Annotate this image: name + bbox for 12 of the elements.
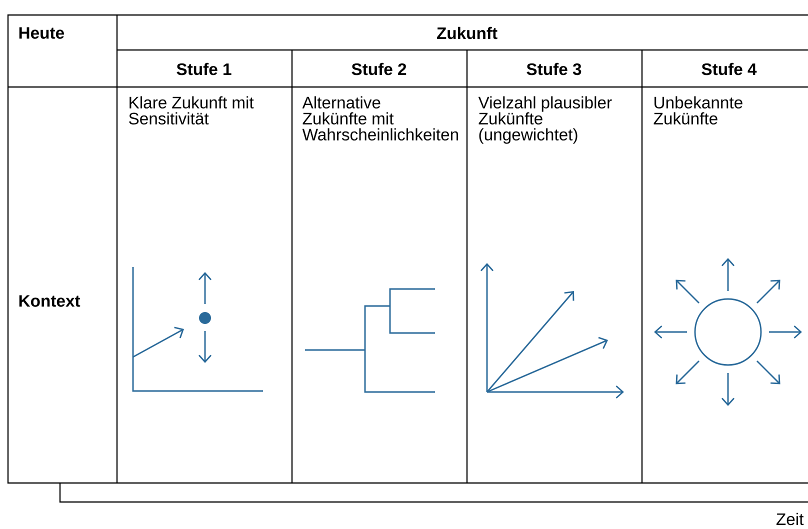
axis-label: Zeit	[776, 512, 804, 526]
row-header: Heute	[19, 27, 64, 39]
column-header: Stufe 3	[526, 62, 582, 76]
column-header: Stufe 1	[176, 62, 232, 76]
description-text: Klare Zukunft mit Sensitivität	[129, 96, 254, 124]
column-header: Zukunft	[436, 26, 498, 40]
column-header: Stufe 4	[702, 62, 757, 76]
description-text: Vielzahl plausibler Zukünfte (ungewichtet)	[478, 96, 612, 144]
description-text: Alternative Zukünfte mit Wahrscheinlichkeiten	[302, 96, 458, 140]
row-header: Kontext	[19, 295, 80, 307]
description-text: Unbekannte Zukünfte	[654, 96, 742, 124]
column-header: Stufe 2	[352, 62, 406, 76]
